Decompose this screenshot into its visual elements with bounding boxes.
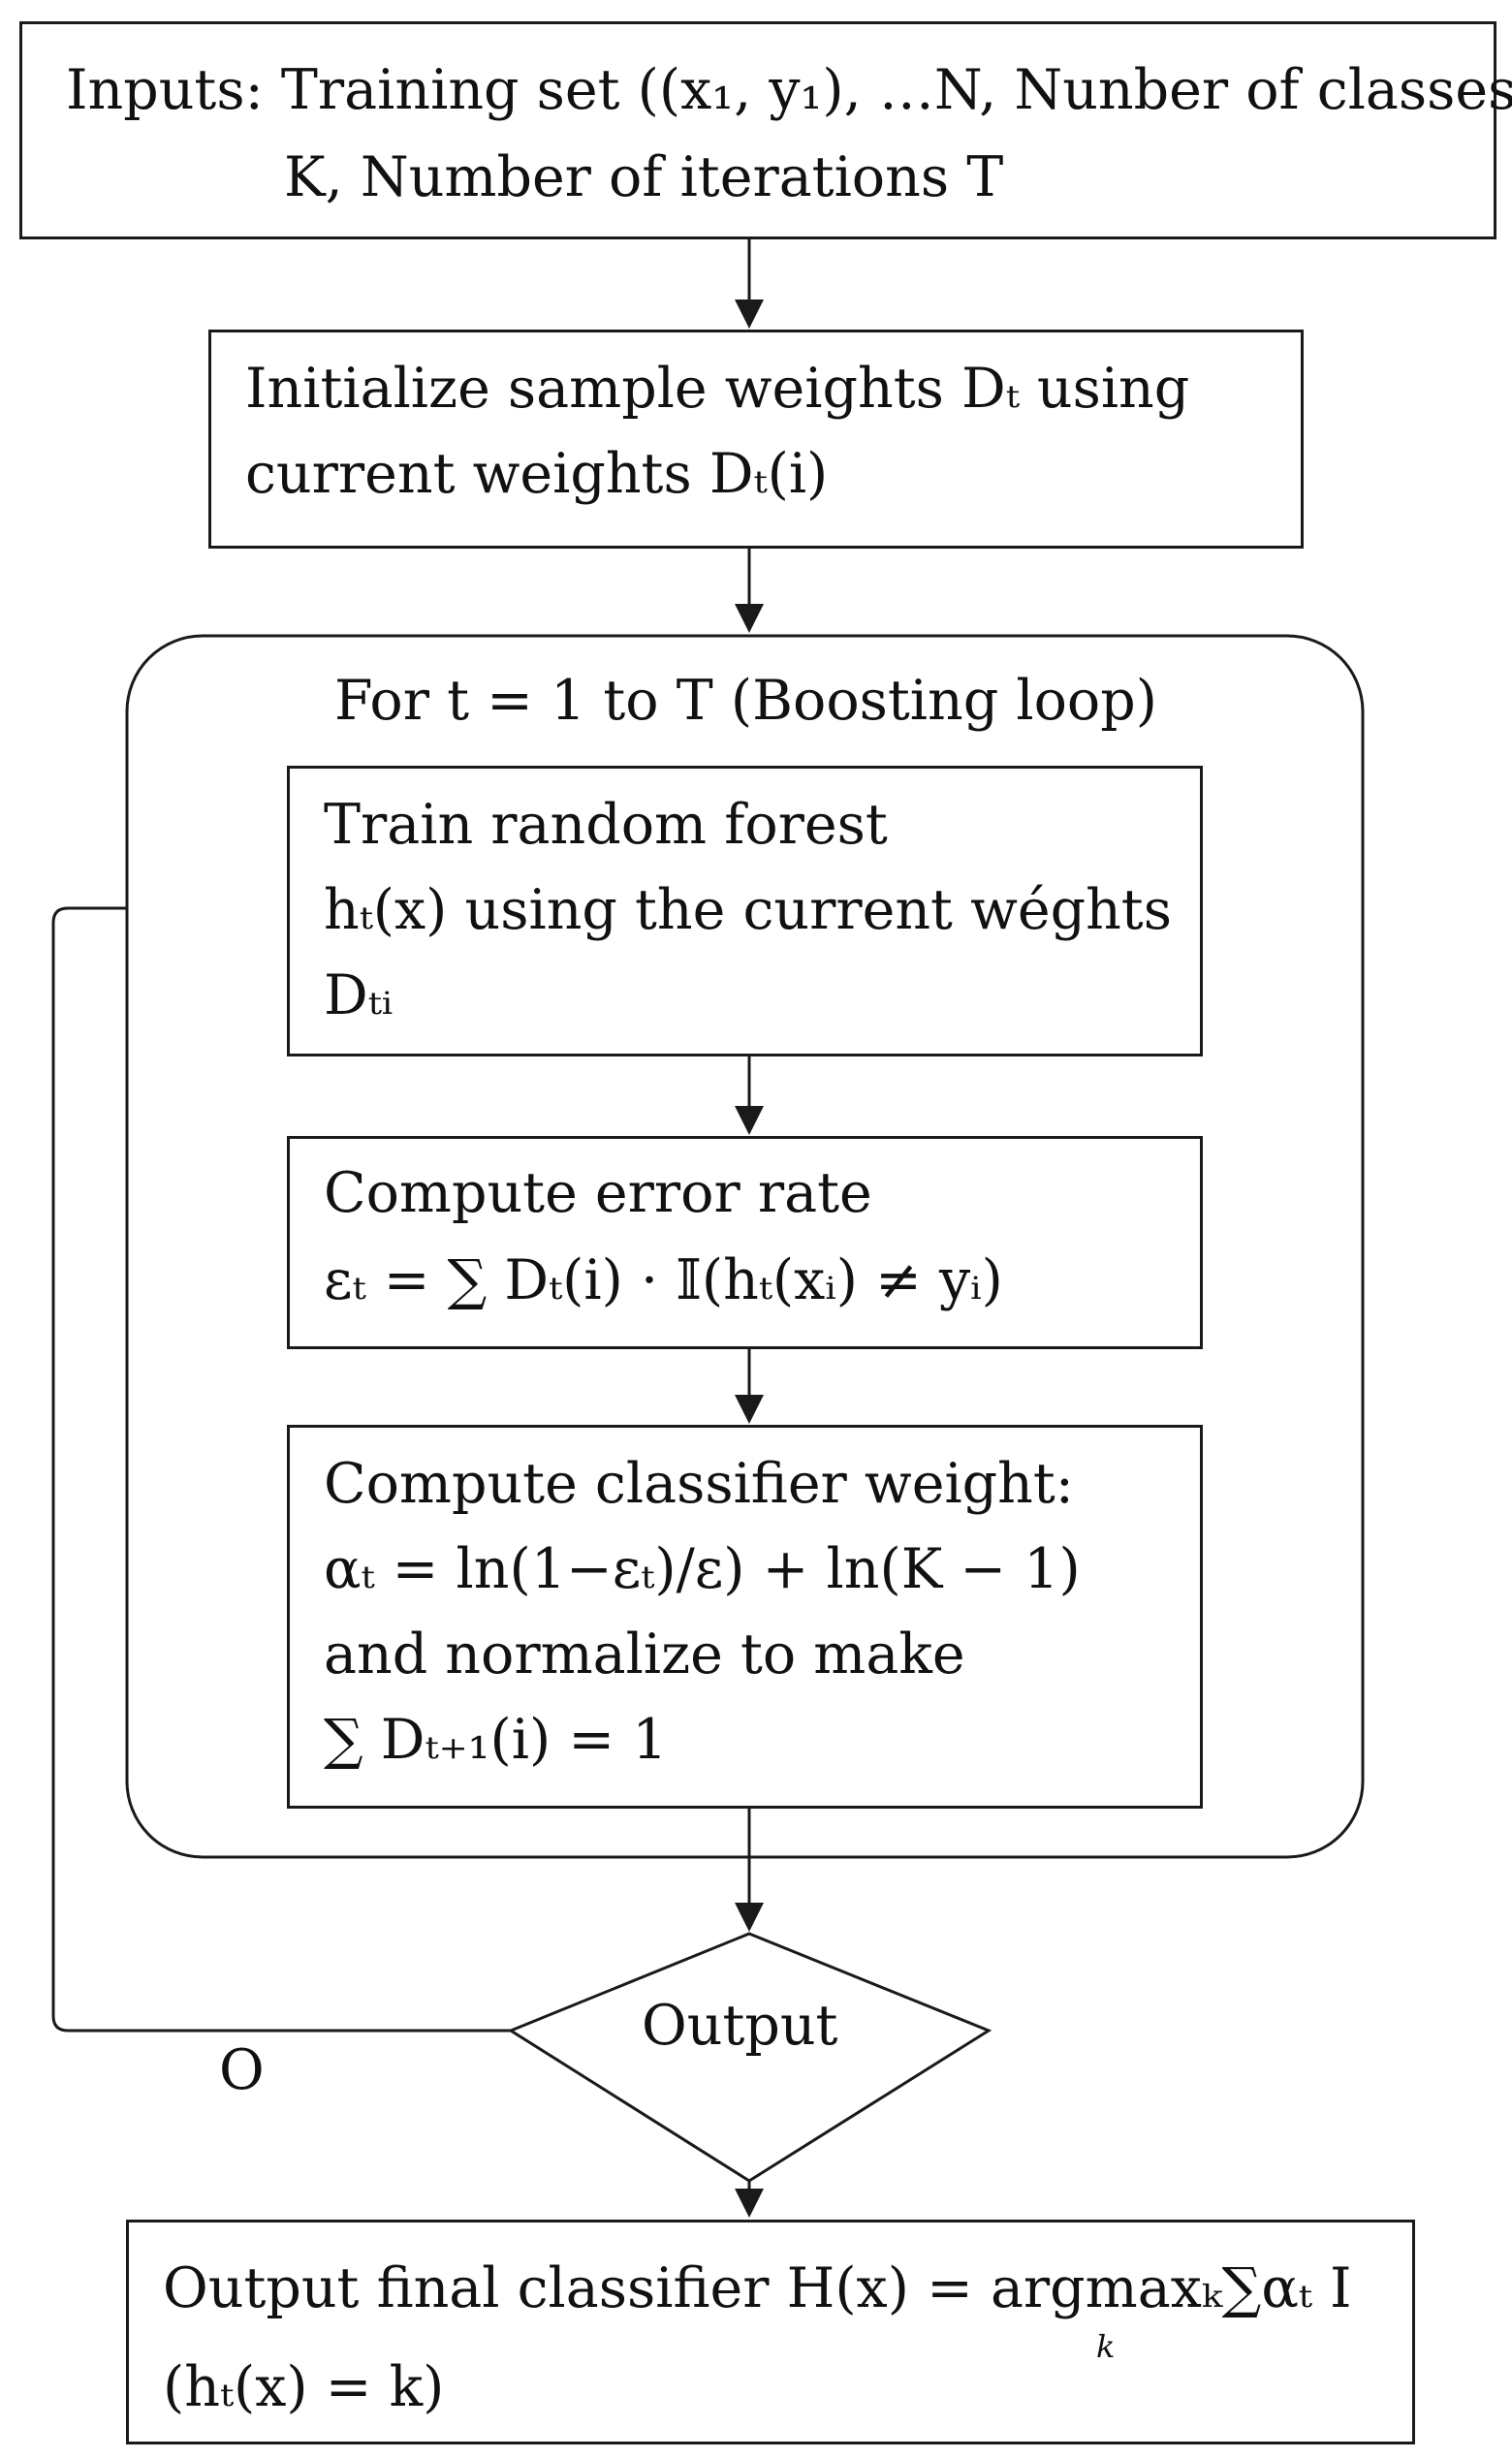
error-formula: εₜ = ∑ Dₜ(i) · 𝕀(hₜ(xᵢ) ≠ yᵢ) [324,1248,1003,1312]
boosting-loop-title: For t = 1 to T (Boosting loop) [334,669,1157,733]
train-line-3: Dₜᵢ [324,963,394,1027]
weight-normalize-formula: ∑ Dₜ₊₁(i) = 1 [324,1708,668,1772]
boosting-loop-container [125,634,1365,1859]
compute-classifier-weight-box: Compute classifier weight: αₜ = ln(1−εₜ)… [287,1425,1203,1809]
final-line-1: Output final classifier H(x) = argmaxₖ∑α… [163,2256,1352,2320]
decision-label: Output [642,1994,838,2058]
final-classifier-box: Output final classifier H(x) = argmaxₖ∑α… [126,2220,1415,2444]
inputs-line-1: Inputs: Training set ((x₁, y₁), …N, Nunb… [66,58,1512,122]
final-argmax-subscript: k [1096,2328,1116,2365]
initialize-weights-box: Initialize sample weights Dₜ using curre… [208,330,1304,549]
inputs-box: Inputs: Training set ((x₁, y₁), …N, Nunb… [19,21,1512,239]
error-line-1: Compute error rate [324,1161,872,1225]
weight-formula: αₜ = ln(1−εₜ)/ε) + ln(K − 1) [324,1537,1081,1601]
inputs-line-2: K, Number of iterations T [284,145,1004,209]
output-decision-diamond [507,1932,992,2183]
weight-line-1: Compute classifier weight: [324,1452,1074,1516]
train-line-2: hₜ(x) using the current wéghts [324,878,1172,942]
final-line-2: (hₜ(x) = k) [163,2355,445,2419]
init-line-1: Initialize sample weights Dₜ using [245,357,1190,421]
compute-error-rate-box: Compute error rate εₜ = ∑ Dₜ(i) · 𝕀(hₜ(x… [287,1136,1203,1349]
weight-line-3: and normalize to make [324,1623,965,1687]
train-line-1: Train random forest [324,793,888,857]
train-random-forest-box: Train random forest hₜ(x) using the curr… [287,766,1203,1056]
init-line-2: current weights Dₜ(i) [245,442,829,506]
decision-branch-label: O [219,2038,265,2102]
feedback-loop-line [51,906,511,2033]
